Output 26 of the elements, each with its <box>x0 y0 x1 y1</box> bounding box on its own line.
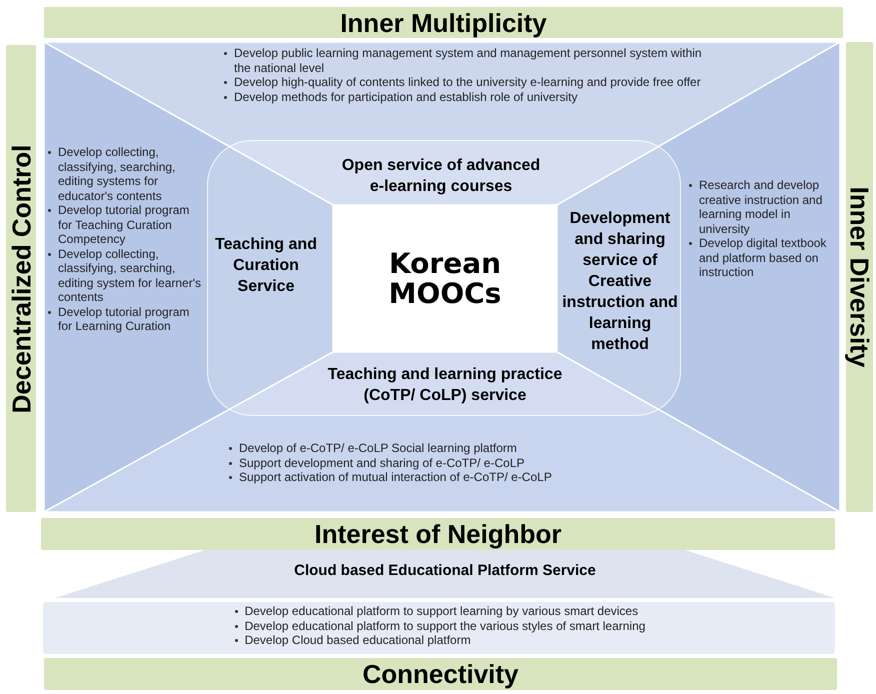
section-title: Development and sharing service of Creative instruction and learning method <box>561 208 679 354</box>
header-band: Connectivity <box>44 658 837 690</box>
bullet-text: Develop high-quality of contents linked to the university e-learning and provide free offer <box>234 75 701 89</box>
section-title: Teaching and learning practice (CoTP/ CoLP) service <box>326 365 564 406</box>
side-band: Decentralized Control <box>6 45 36 512</box>
bullet-text: Research and develop creative instruction and learning model in university <box>699 178 822 236</box>
bullet-text: Develop collecting, classifying, searching, editing system for learner's contents <box>58 246 202 304</box>
section-title: Cloud based Educational Platform Service <box>294 560 596 581</box>
bullet-text: Develop tutorial program for Teaching Curation Competency <box>58 203 190 246</box>
bullet-text: Develop of e-CoTP/ e-CoLP Social learning platform <box>239 441 517 455</box>
header-band: Interest of Neighbor <box>41 518 835 550</box>
bullet-text: Develop collecting, classifying, searching, editing systems for educator's contents <box>58 145 176 202</box>
bullet-text: Support development and sharing of e-CoTP/ e-CoLP <box>239 456 524 470</box>
side-band: Inner Diversity <box>846 42 873 512</box>
header-band: Inner Multiplicity <box>44 7 843 38</box>
bullet-text: Develop public learning management system and management personnel system within the national level <box>234 46 702 74</box>
bullet-text: Support activation of mutual interaction of e-CoTP/ e-CoLP <box>239 470 552 484</box>
bullet-text: Develop digital textbook and platform based on instruction <box>699 236 826 279</box>
bullet-text: Develop educational platform to support learning by various smart devices <box>244 604 638 618</box>
bullet-panel <box>43 602 835 654</box>
bullet-text: Develop educational platform to support the various styles of smart learning <box>244 618 646 632</box>
bullet-text: Develop methods for participation and establish role of university <box>234 90 578 104</box>
section-title: Open service of advanced e-learning courses <box>340 156 542 197</box>
section-title: Teaching and Curation Service <box>214 234 318 296</box>
bullet-text: Develop Cloud based educational platform <box>244 633 471 647</box>
bullet-text: Develop tutorial program for Learning Curation <box>58 304 190 333</box>
